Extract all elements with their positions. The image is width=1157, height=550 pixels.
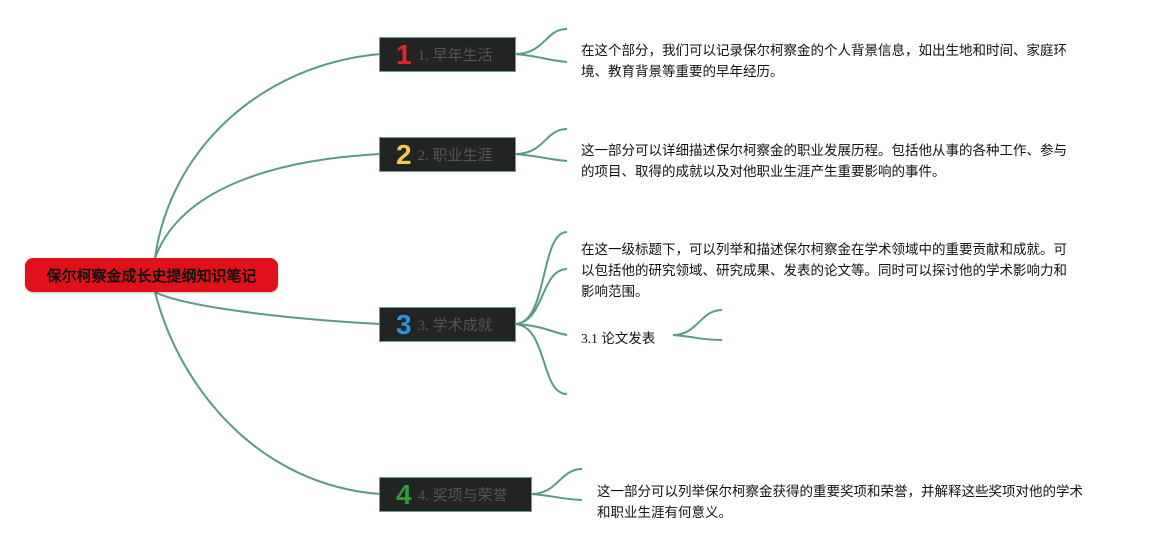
branch-career[interactable]: 2 2. 职业生涯	[379, 137, 516, 172]
branch-label: 4. 奖项与荣誉	[417, 488, 508, 504]
branch-academic[interactable]: 3 3. 学术成就	[379, 307, 516, 342]
number-four-icon: 4	[396, 478, 412, 510]
root-topic-label: 保尔柯察金成长史提纲知识笔记	[46, 266, 257, 285]
branch-label: 3. 学术成就	[417, 318, 493, 334]
number-two-icon: 2	[396, 138, 412, 170]
note-career: 这一部分可以详细描述保尔柯察金的职业发展历程。包括他从事的各种工作、参与的项目、…	[581, 143, 1067, 179]
branch-early-life[interactable]: 1 1. 早年生活	[379, 37, 516, 72]
note-awards: 这一部分可以列举保尔柯察金获得的重要奖项和荣誉，并解释这些奖项对他的学术和职业生…	[597, 484, 1083, 520]
number-three-icon: 3	[396, 308, 412, 340]
note-early-life: 在这个部分，我们可以记录保尔柯察金的个人背景信息，如出生地和时间、家庭环境、教育…	[581, 43, 1067, 79]
branch-label: 2. 职业生涯	[417, 148, 493, 164]
number-one-icon: 1	[396, 38, 412, 70]
branch-awards[interactable]: 4 4. 奖项与荣誉	[379, 477, 532, 512]
subtopic-papers[interactable]: 3.1 论文发表	[581, 331, 656, 346]
note-academic: 在这一级标题下，可以列举和描述保尔柯察金在学术领域中的重要贡献和成就。可以包括他…	[581, 242, 1067, 299]
branch-label: 1. 早年生活	[417, 48, 493, 64]
root-topic[interactable]: 保尔柯察金成长史提纲知识笔记	[25, 258, 278, 292]
